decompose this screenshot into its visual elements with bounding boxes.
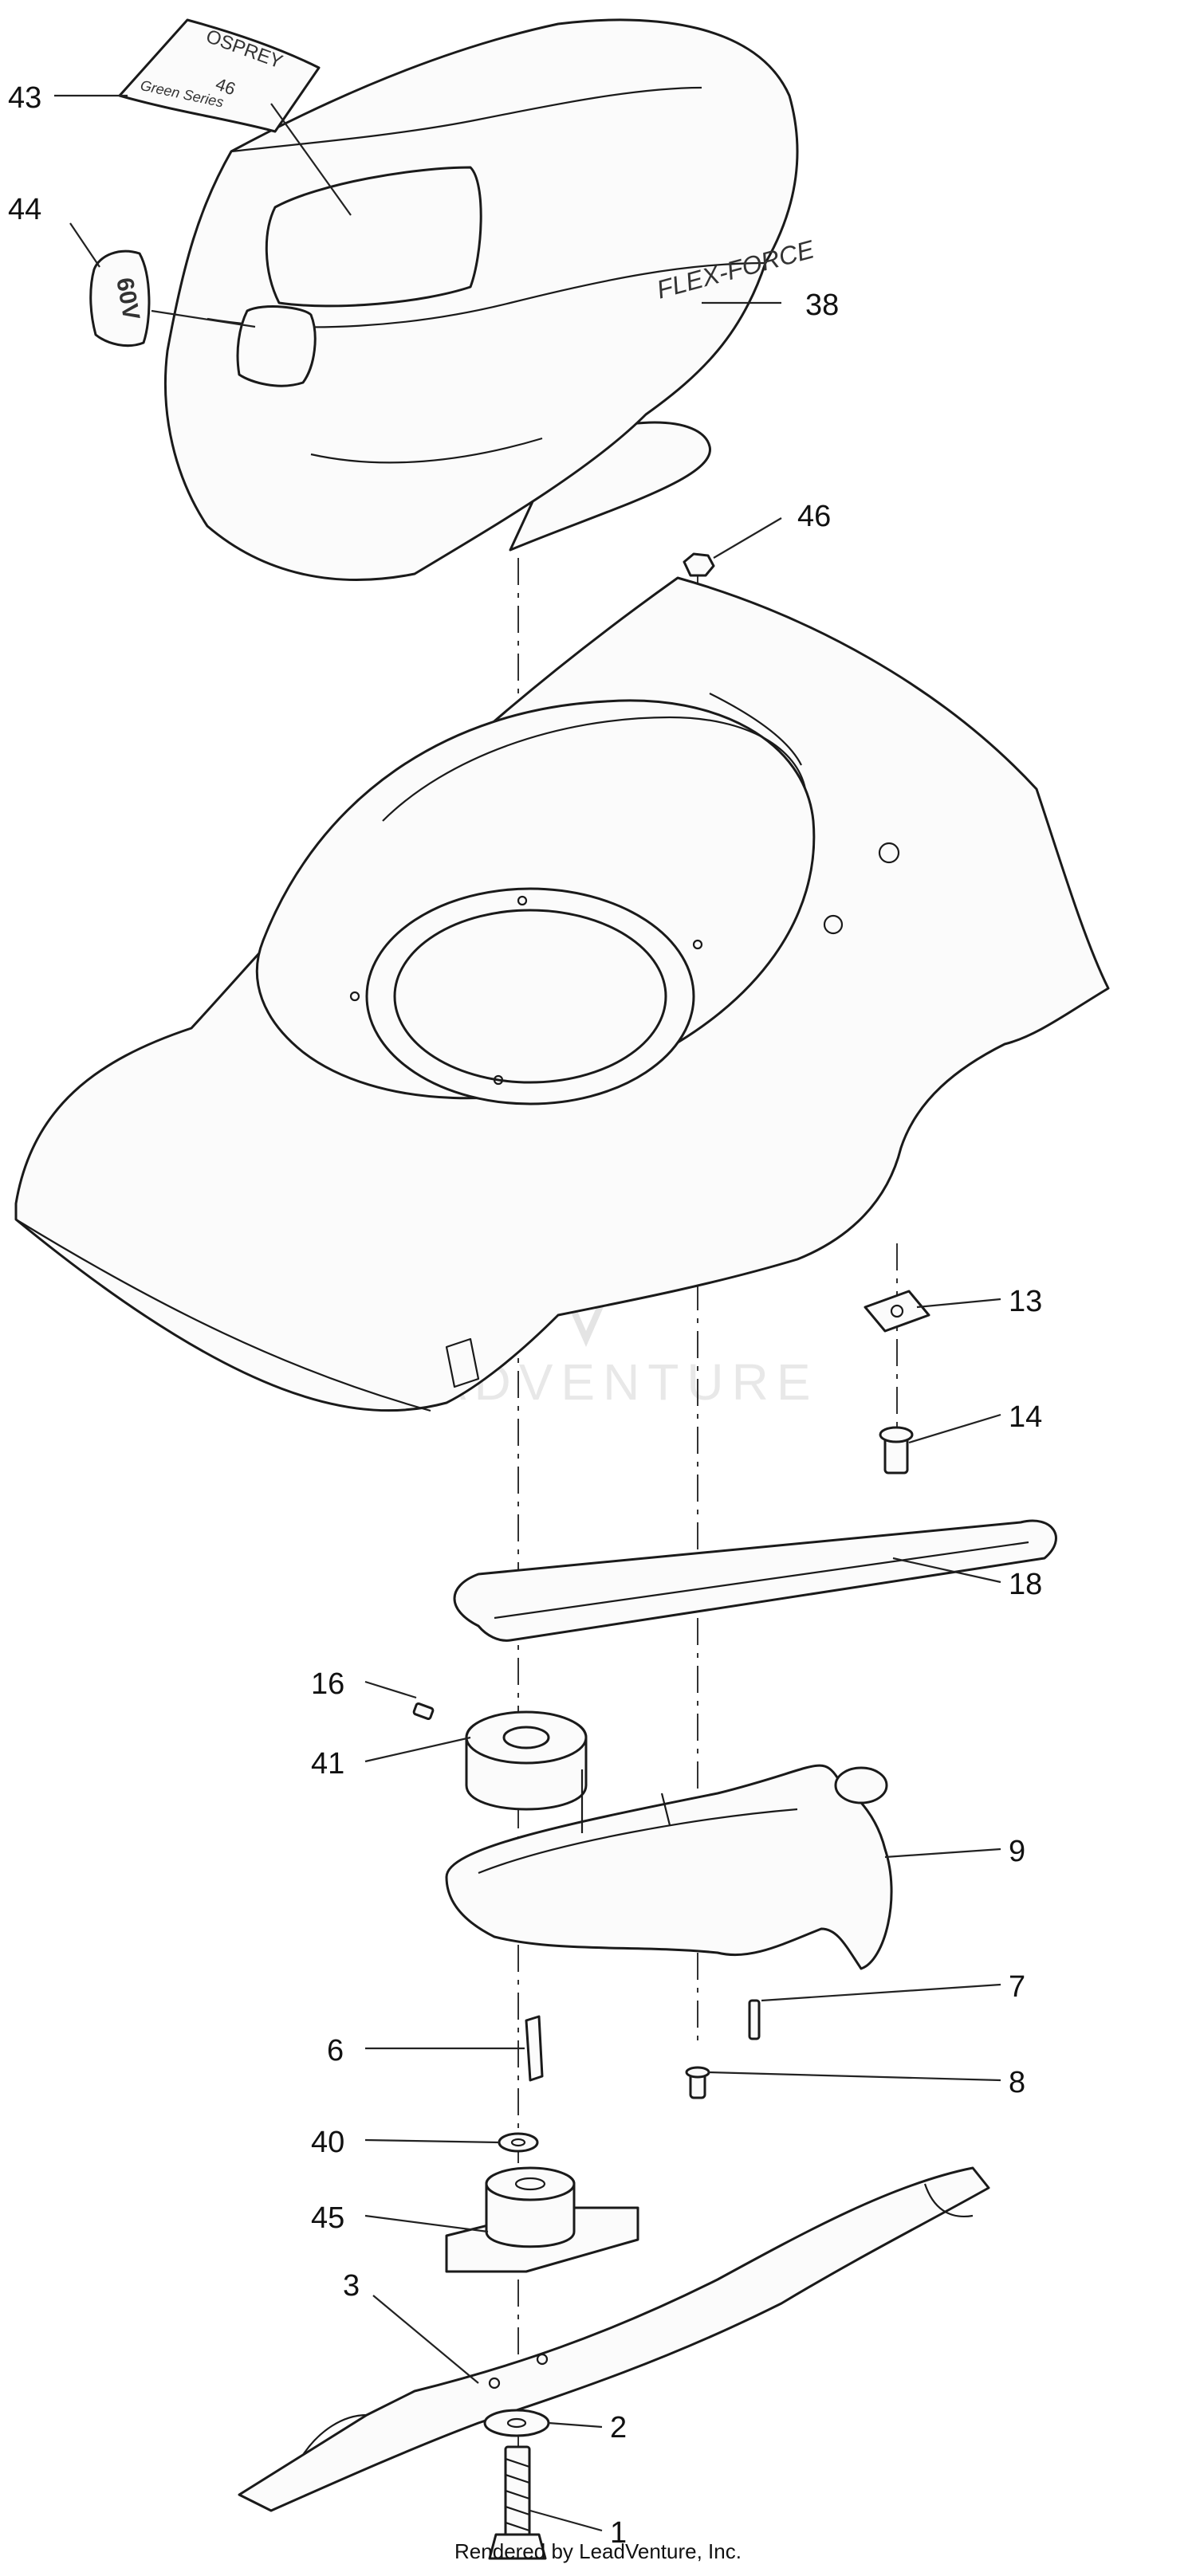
leader-44: [69, 222, 100, 268]
part-3-blade: [238, 2166, 990, 2512]
callout-44: 44: [8, 193, 41, 226]
leader-7: [761, 1983, 1001, 2002]
callout-13: 13: [1009, 1285, 1042, 1318]
callout-16: 16: [311, 1667, 344, 1701]
callout-14: 14: [1009, 1400, 1042, 1434]
leader-2: [548, 2421, 603, 2429]
callout-6: 6: [327, 2034, 344, 2067]
part-2-washer: [483, 2409, 550, 2437]
leader-9: [884, 1848, 1001, 1859]
part-1-bolt: [488, 2445, 547, 2560]
callout-2: 2: [610, 2411, 627, 2444]
part-9-belt-cover: [445, 1764, 893, 1970]
callout-40: 40: [311, 2126, 344, 2159]
leader-44b: [151, 309, 256, 328]
leader-3: [372, 2295, 479, 2384]
voltage-decal: 60V: [89, 249, 151, 348]
part-45-adapter: [445, 2166, 639, 2273]
callout-46: 46: [797, 500, 831, 533]
leader-8: [707, 2071, 1001, 2082]
callout-43: 43: [8, 81, 41, 115]
leader-14: [908, 1413, 1001, 1444]
callout-3: 3: [343, 2269, 360, 2303]
part-13-bracket: [864, 1290, 930, 1333]
leader-1: [529, 2509, 603, 2532]
osprey-decal: OSPREY 46 Green Series: [118, 18, 321, 133]
callout-38: 38: [805, 289, 839, 322]
part-46-nut: [683, 552, 715, 577]
part-16-fitting: [412, 1702, 435, 1720]
callout-18: 18: [1009, 1568, 1042, 1601]
part-6-key: [525, 2015, 544, 2082]
part-7-screw: [748, 1999, 761, 2040]
callout-7: 7: [1009, 1970, 1025, 2004]
callout-8: 8: [1009, 2066, 1025, 2099]
leader-41: [364, 1736, 471, 1763]
mower-deck: [14, 576, 1110, 1412]
callout-41: 41: [311, 1747, 344, 1781]
part-8-screw: [685, 2066, 710, 2099]
leader-43b: [270, 103, 352, 216]
part-14-bolt: [879, 1426, 914, 1475]
leader-16: [364, 1680, 417, 1699]
callout-45: 45: [311, 2201, 344, 2235]
part-40-washer: [498, 2132, 539, 2153]
leader-40: [364, 2138, 500, 2144]
leader-13: [916, 1298, 1001, 1309]
leader-46: [713, 517, 782, 559]
part-41-pulley: [465, 1710, 588, 1811]
part-18-belt: [453, 1519, 1057, 1642]
leader-18: [892, 1557, 1001, 1584]
callout-1: 1: [610, 2516, 627, 2550]
callout-9: 9: [1009, 1835, 1025, 1868]
footer-credit: Rendered by LeadVenture, Inc.: [454, 2539, 742, 2563]
motor-assembly: FLEX-FORCE: [163, 18, 817, 581]
leader-45: [364, 2214, 489, 2233]
